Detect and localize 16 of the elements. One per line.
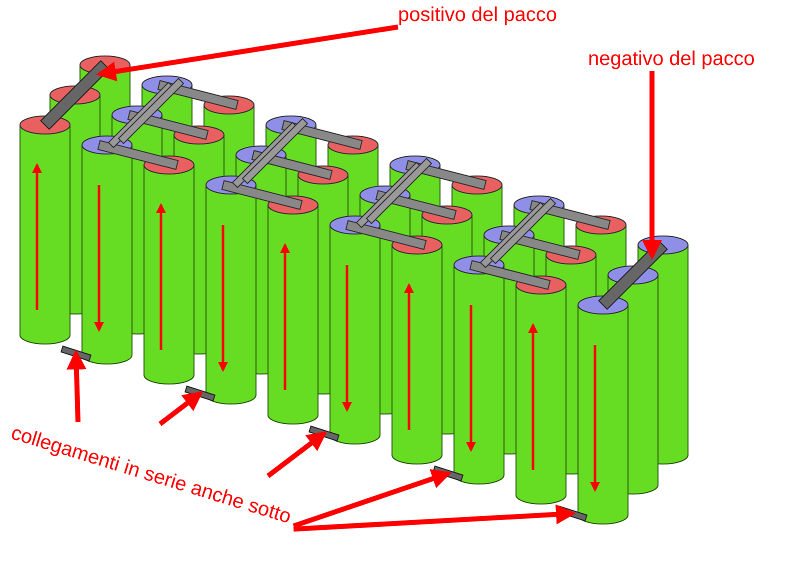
leader-arrow [66,350,86,422]
callout-label: positivo del pacco [398,4,557,27]
connector-strip [60,345,92,362]
leader-arrow [293,504,576,532]
leader-arrow [642,71,662,260]
connector-strip [598,240,668,310]
connector-strip [40,60,110,130]
connector-strip [432,465,464,482]
connector-strip [184,385,216,402]
leader-arrow [266,431,328,478]
callout-label: negativo del pacco [588,48,755,71]
leader-arrow [158,391,204,426]
connector-strip [308,425,340,442]
leader-arrow [96,24,398,82]
leader-arrow [292,469,452,528]
connector-strip [556,505,588,522]
